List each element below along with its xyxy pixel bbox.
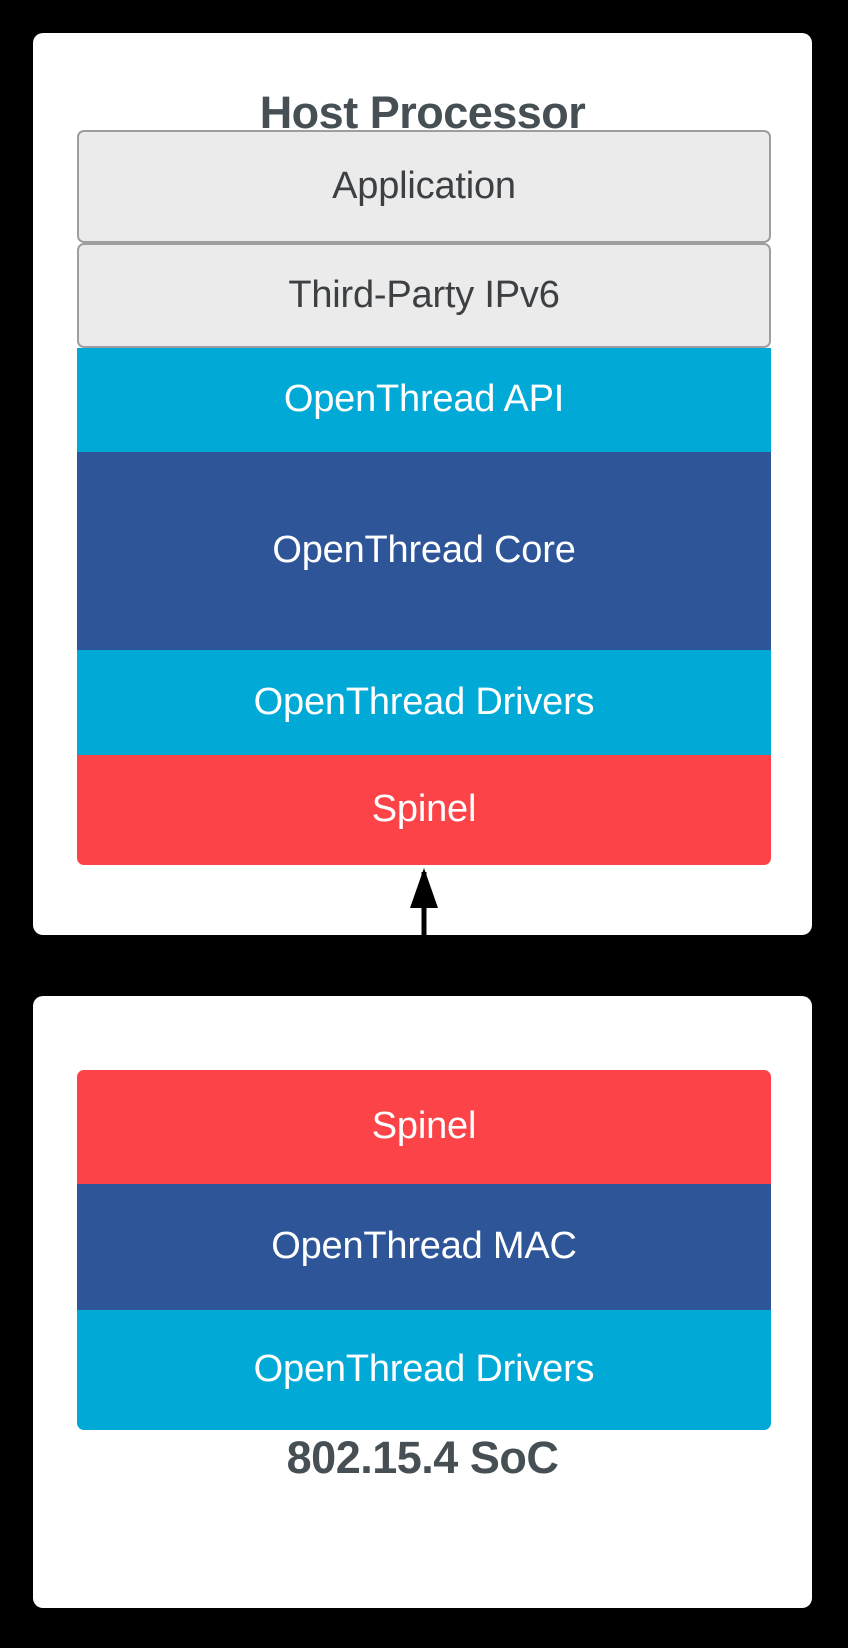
layer-label: OpenThread API [283, 378, 565, 421]
layer-label: OpenThread Drivers [253, 1348, 595, 1391]
panel-host-processor: Host Processor Application Third-Party I… [33, 33, 812, 935]
layer-label: OpenThread Drivers [253, 680, 595, 723]
panel-title-802-15-4-soc: 802.15.4 SoC [286, 1432, 559, 1483]
layer-openthread-drivers-soc: OpenThread Drivers [77, 1310, 771, 1430]
panel-title-host-processor: Host Processor [259, 87, 586, 138]
layer-label: Spinel [371, 1105, 477, 1148]
layer-openthread-mac: OpenThread MAC [77, 1184, 771, 1310]
layer-application: Application [77, 130, 771, 243]
layer-spinel-host: Spinel [77, 755, 771, 865]
panel-802-15-4-soc: Spinel OpenThread MAC OpenThread Drivers… [33, 996, 812, 1608]
layer-stack-soc: Spinel OpenThread MAC OpenThread Drivers [77, 1070, 771, 1430]
layer-openthread-drivers-host: OpenThread Drivers [77, 650, 771, 755]
layer-openthread-core: OpenThread Core [77, 452, 771, 650]
layer-label: Application [332, 164, 516, 207]
layer-third-party-ipv6: Third-Party IPv6 [77, 243, 771, 348]
layer-label: Third-Party IPv6 [288, 273, 560, 316]
layer-openthread-api: OpenThread API [77, 348, 771, 452]
layer-label: Spinel [371, 788, 477, 831]
layer-label: OpenThread MAC [271, 1225, 577, 1268]
layer-label: OpenThread Core [272, 529, 576, 572]
layer-spinel-soc: Spinel [77, 1070, 771, 1184]
layer-stack-host: Application Third-Party IPv6 OpenThread … [77, 130, 771, 865]
